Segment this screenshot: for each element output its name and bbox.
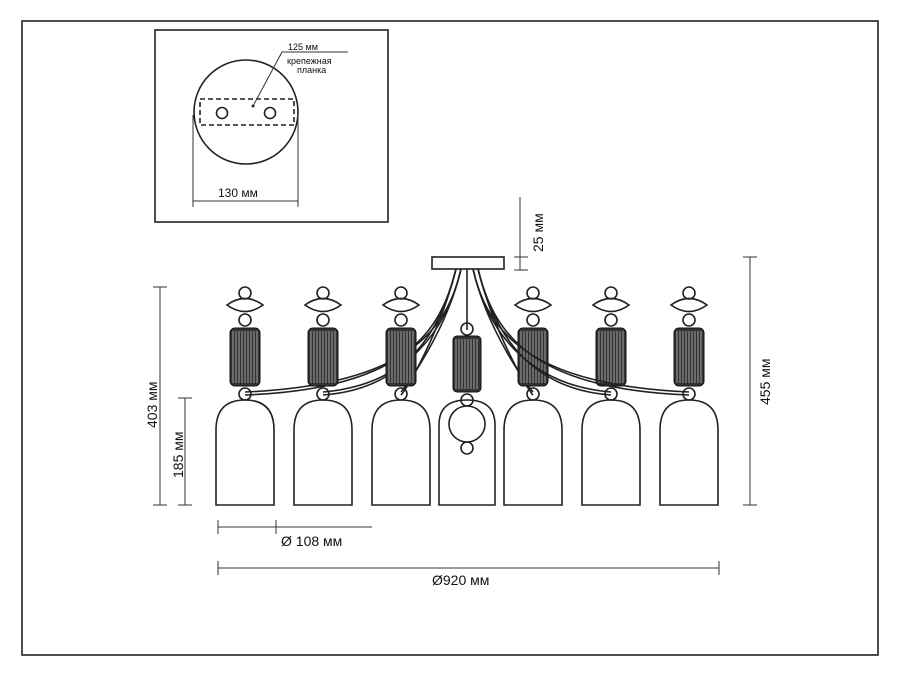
- lamp-arm: [400, 268, 462, 393]
- finial-ball: [526, 313, 540, 327]
- pendant-ball: [460, 441, 474, 455]
- glass-shade: [503, 399, 563, 506]
- lamp-arm: [400, 268, 457, 396]
- canopy-circle: [193, 59, 299, 165]
- total-height-label: 455 мм: [757, 359, 773, 406]
- glass-shade: [438, 399, 496, 506]
- finial-diamond: [381, 297, 421, 313]
- lamp-arm: [477, 268, 690, 396]
- plate-label-line2: планка: [297, 65, 326, 75]
- leader-line: [252, 51, 348, 107]
- chandelier: [215, 256, 719, 506]
- arm-height-label: 403 мм: [144, 382, 160, 429]
- shade-diameter-label: Ø 108 мм: [281, 533, 342, 549]
- finial-ball: [394, 313, 408, 327]
- pendant-ring: [448, 405, 486, 443]
- finial-ball: [238, 313, 252, 327]
- outer-frame: [21, 20, 879, 656]
- finial-ball: [526, 286, 540, 300]
- dimensions: 25 мм 455 мм 403 мм 185 мм Ø 108 мм Ø920…: [144, 197, 773, 588]
- joint-ball: [460, 322, 474, 336]
- canopy: [431, 256, 505, 270]
- finial-diamond: [591, 297, 631, 313]
- finial-ball: [238, 286, 252, 300]
- mount-inset: 125 мм крепежная планка 130 мм: [154, 29, 389, 223]
- finial-ball: [682, 286, 696, 300]
- screw-hole: [215, 106, 229, 120]
- finial-diamond: [513, 297, 553, 313]
- finial-ball: [394, 286, 408, 300]
- joint-ball: [238, 387, 252, 401]
- finial-ball: [316, 313, 330, 327]
- finial-ball: [604, 286, 618, 300]
- finial-ball: [682, 313, 696, 327]
- canopy-diameter-label: 130 мм: [218, 186, 258, 200]
- shade-height-label: 185 мм: [170, 432, 186, 479]
- glass-shade: [371, 399, 431, 506]
- finial-diamond: [225, 297, 265, 313]
- joint-ball: [682, 387, 696, 401]
- finial-diamond: [303, 297, 343, 313]
- inset-frame: [154, 29, 389, 223]
- finial-diamond: [669, 297, 709, 313]
- plate-label-line1: крепежная: [287, 56, 332, 66]
- screw-hole: [263, 106, 277, 120]
- glass-shade: [215, 399, 275, 506]
- finial-ball: [316, 286, 330, 300]
- glass-shade: [659, 399, 719, 506]
- finial-ball: [604, 313, 618, 327]
- total-diameter-label: Ø920 мм: [432, 572, 489, 588]
- canopy-height-label: 25 мм: [530, 213, 546, 252]
- mounting-plate: [199, 98, 295, 126]
- plate-width-label: 125 мм: [288, 42, 318, 52]
- glass-shade: [581, 399, 641, 506]
- glass-shade: [293, 399, 353, 506]
